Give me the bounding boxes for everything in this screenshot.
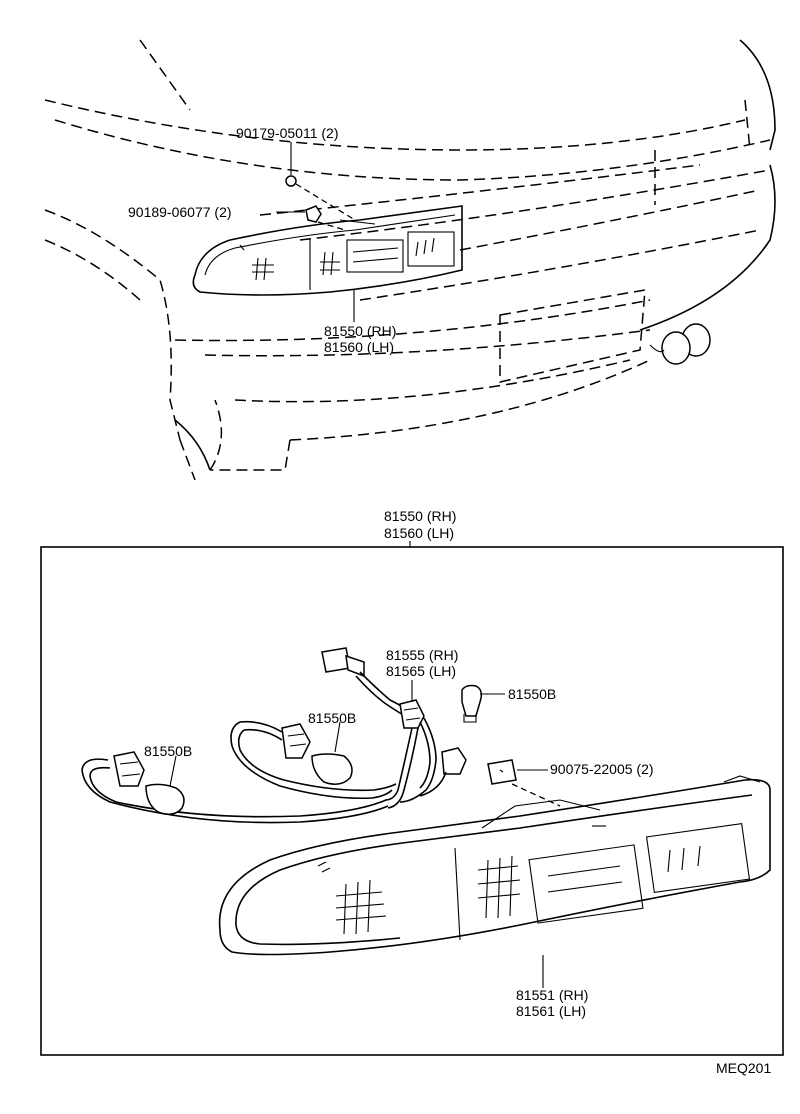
lamp-part-number-rh: 81550 (RH) xyxy=(324,323,396,339)
bulb-right xyxy=(461,684,483,723)
clip-symbol xyxy=(276,205,346,231)
lamp-part-number-lh: 81560 (LH) xyxy=(324,339,394,355)
socket-part-number-rh: 81555 (RH) xyxy=(386,647,458,663)
assembly-part-number-lh: 81560 (LH) xyxy=(384,525,454,541)
bulb-part-number-left: 81550B xyxy=(144,743,192,759)
socket-part-number-lh: 81565 (LH) xyxy=(386,663,456,679)
nut-part-number: 90179-05011 (2) xyxy=(236,125,338,141)
vehicle-rear-outline xyxy=(44,39,776,481)
lens-part-number-rh: 81551 (RH) xyxy=(516,987,588,1003)
lens-part-number-lh: 81561 (LH) xyxy=(516,1003,586,1019)
assembly-part-number-rh: 81550 (RH) xyxy=(384,508,456,524)
bulb-left xyxy=(145,783,185,815)
lens-assembly xyxy=(218,775,771,956)
diagram-code: MEQ201 xyxy=(716,1060,771,1076)
clip-part-number: 90189-06077 (2) xyxy=(128,204,232,220)
bulb-middle xyxy=(311,753,353,785)
wiring-harness xyxy=(81,647,467,824)
bulb-part-number-right: 81550B xyxy=(508,686,556,702)
tail-lamp-installed xyxy=(192,205,463,296)
exploded-view-frame xyxy=(40,546,784,1056)
gasket xyxy=(487,759,561,807)
nut-symbol xyxy=(285,142,356,221)
gasket-part-number: 90075-22005 (2) xyxy=(550,761,654,777)
bulb-part-number-middle: 81550B xyxy=(308,710,356,726)
